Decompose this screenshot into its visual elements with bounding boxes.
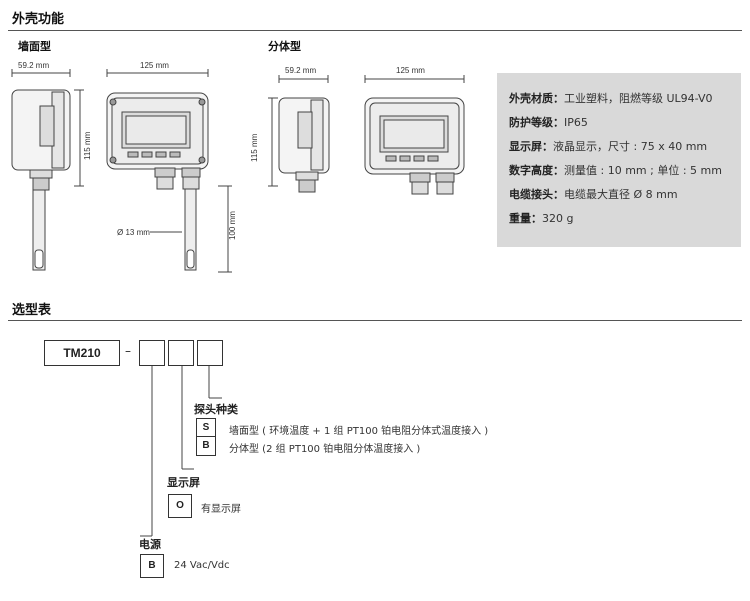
probe-option-code: S bbox=[196, 418, 216, 438]
probe-option-desc: 墙面型 ( 环境温度 + 1 组 PT100 铂电阻分体式温度接入 ) bbox=[229, 426, 489, 437]
power-option-desc: 24 Vac/Vdc bbox=[174, 560, 230, 571]
section-divider bbox=[8, 320, 742, 321]
split-side-view bbox=[268, 75, 330, 193]
selection-connectors bbox=[140, 365, 222, 537]
display-title: 显示屏 bbox=[167, 476, 200, 489]
spec-protection-class: 防护等级：IP65 bbox=[509, 116, 588, 129]
power-option-code: B bbox=[140, 554, 164, 578]
split-side-width-dim: 59.2 mm bbox=[285, 66, 317, 75]
split-front-view bbox=[364, 75, 465, 195]
wall-front-width-dim: 125 mm bbox=[140, 61, 169, 70]
probe-option-code: B bbox=[196, 436, 216, 456]
housing-section-title: 外壳功能 bbox=[12, 12, 65, 27]
wall-height-dim: 115 mm bbox=[83, 131, 92, 160]
wall-probe-diameter-dim: Ø 13 mm bbox=[117, 228, 150, 237]
power-title: 电源 bbox=[139, 538, 161, 551]
spec-digit-height: 数字高度：测量值 : 10 mm ; 单位 : 5 mm bbox=[509, 164, 722, 177]
spec-panel bbox=[497, 73, 741, 247]
display-code-slot bbox=[168, 340, 194, 366]
spec-weight: 重量：320 g bbox=[509, 212, 574, 225]
model-name: TM210 bbox=[44, 340, 120, 366]
wall-front-view bbox=[106, 69, 232, 273]
spec-cable-gland: 电缆接头：电缆最大直径 Ø 8 mm bbox=[509, 188, 678, 201]
split-type-label: 分体型 bbox=[268, 40, 301, 53]
display-option-code: O bbox=[168, 494, 192, 518]
model-dash: – bbox=[125, 344, 131, 358]
spec-display: 显示屏：液晶显示，尺寸 : 75 x 40 mm bbox=[509, 140, 708, 153]
split-front-width-dim: 125 mm bbox=[396, 66, 425, 75]
spec-housing-material: 外壳材质：工业塑料，阻燃等级 UL94-V0 bbox=[509, 92, 713, 105]
selection-section-title: 选型表 bbox=[12, 303, 52, 318]
wall-side-width-dim: 59.2 mm bbox=[18, 61, 50, 70]
probe-type-title: 探头种类 bbox=[194, 403, 238, 416]
wall-probe-length-dim: 100 mm bbox=[228, 211, 237, 240]
wall-type-label: 墙面型 bbox=[18, 40, 51, 53]
wall-side-view bbox=[11, 69, 84, 271]
probe-code-slot bbox=[197, 340, 223, 366]
display-option-desc: 有显示屏 bbox=[201, 504, 241, 515]
section-divider bbox=[8, 30, 742, 31]
probe-option-desc: 分体型 (2 组 PT100 铂电阻分体温度接入 ) bbox=[229, 444, 421, 455]
split-height-dim: 115 mm bbox=[250, 133, 259, 162]
power-code-slot bbox=[139, 340, 165, 366]
